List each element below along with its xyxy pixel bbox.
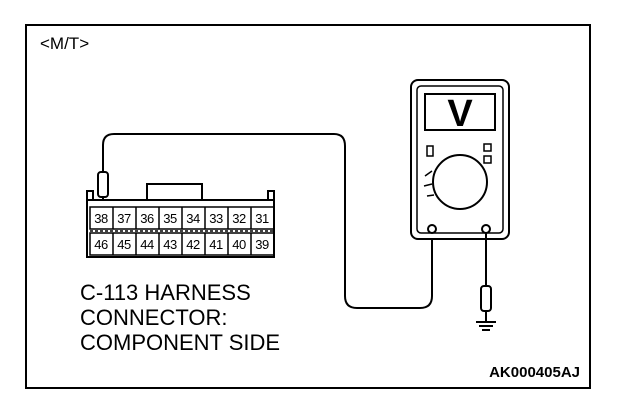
ground-lead bbox=[476, 233, 496, 331]
meter-display-symbol: V bbox=[447, 93, 473, 135]
probe-wire bbox=[102, 133, 433, 309]
pin-label-46: 46 bbox=[94, 237, 108, 252]
pin-label-40: 40 bbox=[232, 237, 246, 252]
pin-label-39: 39 bbox=[255, 237, 269, 252]
pin-label-41: 41 bbox=[209, 237, 223, 252]
connector-caption-line-3: COMPONENT SIDE bbox=[80, 330, 281, 355]
connector-caption-line-1: C-113 HARNESS bbox=[80, 280, 251, 305]
meter-jack-positive bbox=[427, 224, 437, 234]
meter-display bbox=[424, 93, 496, 131]
pin-label-43: 43 bbox=[163, 237, 177, 252]
pin-label-42: 42 bbox=[186, 237, 200, 252]
transmission-type-label: <M/T> bbox=[40, 34, 90, 53]
meter-dial-ticks bbox=[423, 170, 435, 197]
meter-button-icon bbox=[483, 143, 492, 152]
pin-label-34: 34 bbox=[186, 211, 200, 226]
pin-label-44: 44 bbox=[140, 237, 154, 252]
connector-pin-grid bbox=[89, 206, 275, 256]
meter-button-icon bbox=[483, 155, 492, 164]
harness-connector: 38 37 36 35 34 33 32 31 46 45 44 43 42 4… bbox=[86, 183, 275, 258]
meter-dial bbox=[432, 154, 488, 210]
figure-code: AK000405AJ bbox=[489, 364, 580, 381]
pin-label-31: 31 bbox=[255, 211, 269, 226]
connector-side-tabs bbox=[86, 190, 275, 200]
pin-label-35: 35 bbox=[163, 211, 177, 226]
pin-label-38: 38 bbox=[94, 211, 108, 226]
pin-label-45: 45 bbox=[117, 237, 131, 252]
pin-label-33: 33 bbox=[209, 211, 223, 226]
meter-inner-bezel bbox=[416, 85, 504, 234]
pin-label-37: 37 bbox=[117, 211, 131, 226]
pin-label-32: 32 bbox=[232, 211, 246, 226]
pin-label-36: 36 bbox=[140, 211, 154, 226]
ground-symbol-icon bbox=[476, 321, 496, 331]
connector-caption-line-2: CONNECTOR: bbox=[80, 305, 228, 330]
voltmeter: V bbox=[410, 79, 510, 240]
connector-lock-tab bbox=[146, 183, 203, 201]
meter-jack-negative bbox=[481, 224, 491, 234]
meter-switch-icon bbox=[426, 145, 434, 157]
